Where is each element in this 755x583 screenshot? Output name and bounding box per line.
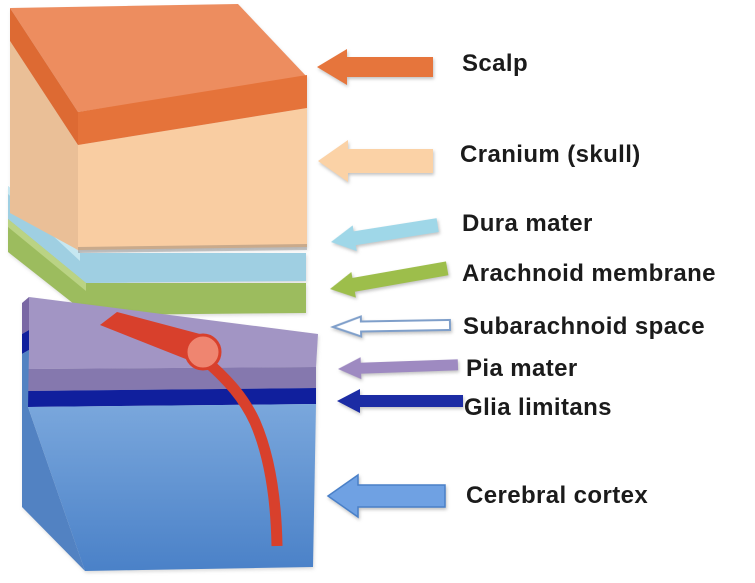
label-glia-limitans: Glia limitans	[464, 394, 612, 421]
pointer-arrows	[317, 49, 463, 519]
label-arachnoid-membrane: Arachnoid membrane	[462, 260, 716, 287]
subarachnoid-space-arrow	[330, 315, 452, 338]
label-subarachnoid-space: Subarachnoid space	[463, 313, 705, 340]
cranium-block-front-face	[78, 108, 307, 250]
glia-limitans-side-cap	[22, 330, 29, 354]
glia-limitans-arrow	[337, 389, 463, 413]
pia-mater-front-band	[28, 367, 316, 391]
cranium-bottom-shadow	[78, 244, 307, 253]
upper-block-stack	[8, 4, 307, 315]
cranium-block-side-face	[10, 41, 78, 250]
pia-mater-side-cap	[22, 297, 29, 334]
scalp-slab-top-face	[10, 4, 307, 112]
blood-vessel	[100, 312, 283, 547]
arachnoid-arrow	[330, 261, 449, 298]
scalp-arrow	[317, 49, 433, 85]
glia-limitans-band	[28, 388, 316, 407]
scalp-slab-side-face	[10, 8, 78, 145]
cranium-arrow	[318, 140, 433, 182]
pia-mater-arrow	[338, 357, 459, 380]
blood-vessel-cross-section	[184, 333, 222, 371]
blood-vessel-descending-branch	[201, 355, 283, 547]
cerebral-cortex-side-face	[22, 350, 85, 571]
cerebral-cortex-front-face	[28, 404, 316, 571]
label-scalp: Scalp	[462, 50, 529, 77]
scalp-slab-front-face	[78, 75, 307, 145]
arachnoid-slab	[8, 219, 306, 315]
arachnoid-slab-highlight	[8, 219, 86, 291]
cerebral-cortex-arrow	[326, 473, 446, 519]
dura-mater-arrow	[331, 218, 439, 252]
label-cranium: Cranium (skull)	[460, 141, 641, 168]
label-dura-mater: Dura mater	[462, 210, 593, 237]
label-pia-mater: Pia mater	[466, 355, 578, 382]
label-cerebral-cortex: Cerebral cortex	[466, 482, 649, 509]
dura-mater-slab	[8, 186, 306, 283]
